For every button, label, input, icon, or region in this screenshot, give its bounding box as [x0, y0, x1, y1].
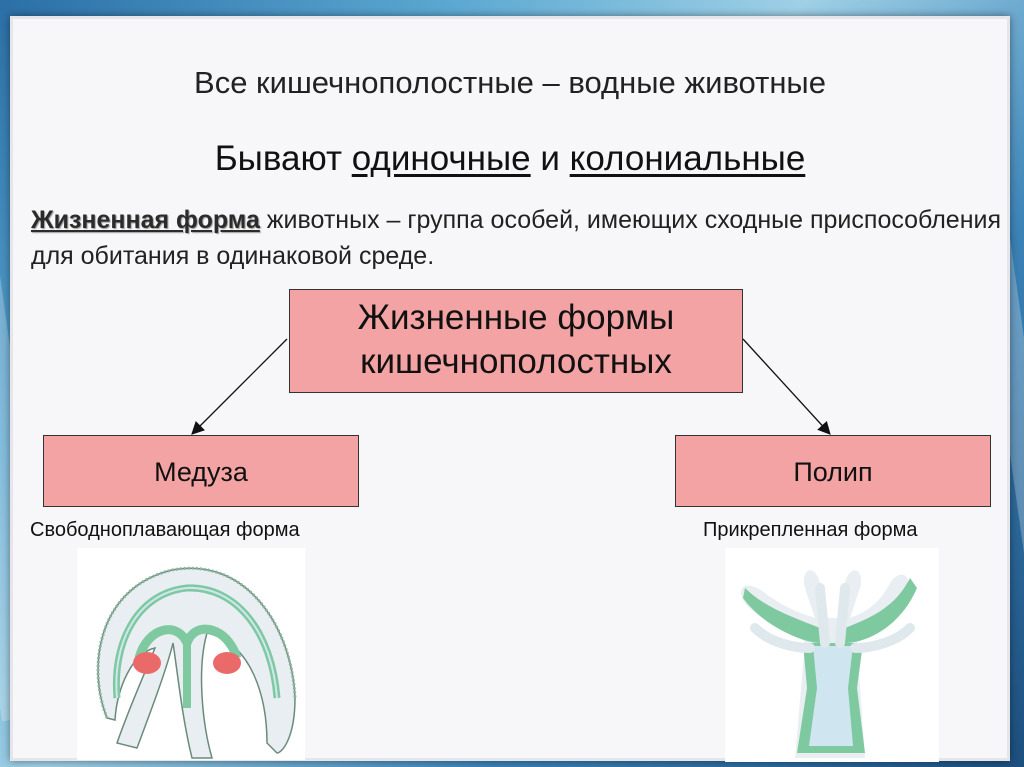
definition-paragraph: Жизненная форма животных – группа особей…: [31, 202, 1006, 274]
slide: Все кишечнополостные – водные животные Б…: [10, 16, 1010, 762]
slide-title: Все кишечнополостные – водные животные: [194, 65, 826, 100]
medusa-illustration: [77, 548, 305, 760]
subtitle-option-solitary: одиночные: [351, 139, 531, 178]
root-box-line2: кишечнополостных: [360, 342, 672, 381]
root-box-line1: Жизненные формы: [357, 298, 675, 337]
polyp-illustration: [725, 548, 939, 762]
medusa-caption: Свободноплавающая форма: [30, 519, 300, 541]
subtitle-prefix: Бывают: [214, 139, 342, 178]
definition-term: Жизненная форма: [31, 206, 260, 234]
polyp-caption: Прикрепленная форма: [703, 519, 918, 541]
arrow-to-medusa: [191, 338, 288, 435]
subtitle-option-colonial: колониальные: [569, 139, 806, 178]
polyp-box: Полип: [675, 435, 991, 507]
medusa-box: Медуза: [43, 435, 359, 507]
slide-subtitle: Бывают одиночные и колониальные: [13, 139, 1007, 179]
definition-text: животных – группа особей, имеющих сходны…: [31, 206, 1002, 270]
arrow-to-polyp: [742, 338, 831, 435]
diagram-arrows: [191, 338, 831, 435]
life-forms-root-box: Жизненные формы кишечнополостных: [289, 289, 743, 393]
subtitle-conjunction: и: [540, 139, 560, 178]
